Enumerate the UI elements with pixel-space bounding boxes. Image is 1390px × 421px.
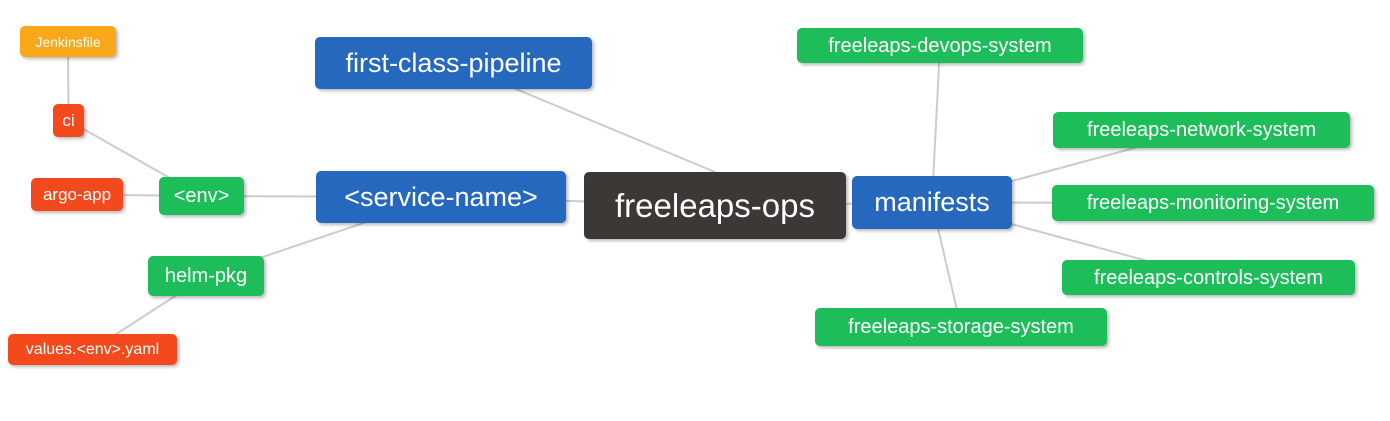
- node-freeleaps-monitoring-system[interactable]: freeleaps-monitoring-system: [1052, 185, 1374, 221]
- node-freeleaps-storage-system[interactable]: freeleaps-storage-system: [815, 308, 1107, 346]
- node-freeleaps-controls-system[interactable]: freeleaps-controls-system: [1062, 260, 1355, 295]
- node-values-env-yaml[interactable]: values.<env>.yaml: [8, 334, 177, 365]
- node-ci[interactable]: ci: [53, 104, 84, 137]
- node-freeleaps-devops-system[interactable]: freeleaps-devops-system: [797, 28, 1083, 63]
- node-service-name[interactable]: <service-name>: [316, 171, 566, 223]
- node-manifests[interactable]: manifests: [852, 176, 1012, 229]
- node-freeleaps-ops[interactable]: freeleaps-ops: [584, 172, 846, 239]
- node-first-class-pipeline[interactable]: first-class-pipeline: [315, 37, 592, 89]
- node-freeleaps-network-system[interactable]: freeleaps-network-system: [1053, 112, 1350, 148]
- node-env[interactable]: <env>: [159, 177, 244, 215]
- node-argo-app[interactable]: argo-app: [31, 178, 123, 211]
- node-helm-pkg[interactable]: helm-pkg: [148, 256, 264, 296]
- node-jenkinsfile[interactable]: Jenkinsfile: [20, 26, 116, 57]
